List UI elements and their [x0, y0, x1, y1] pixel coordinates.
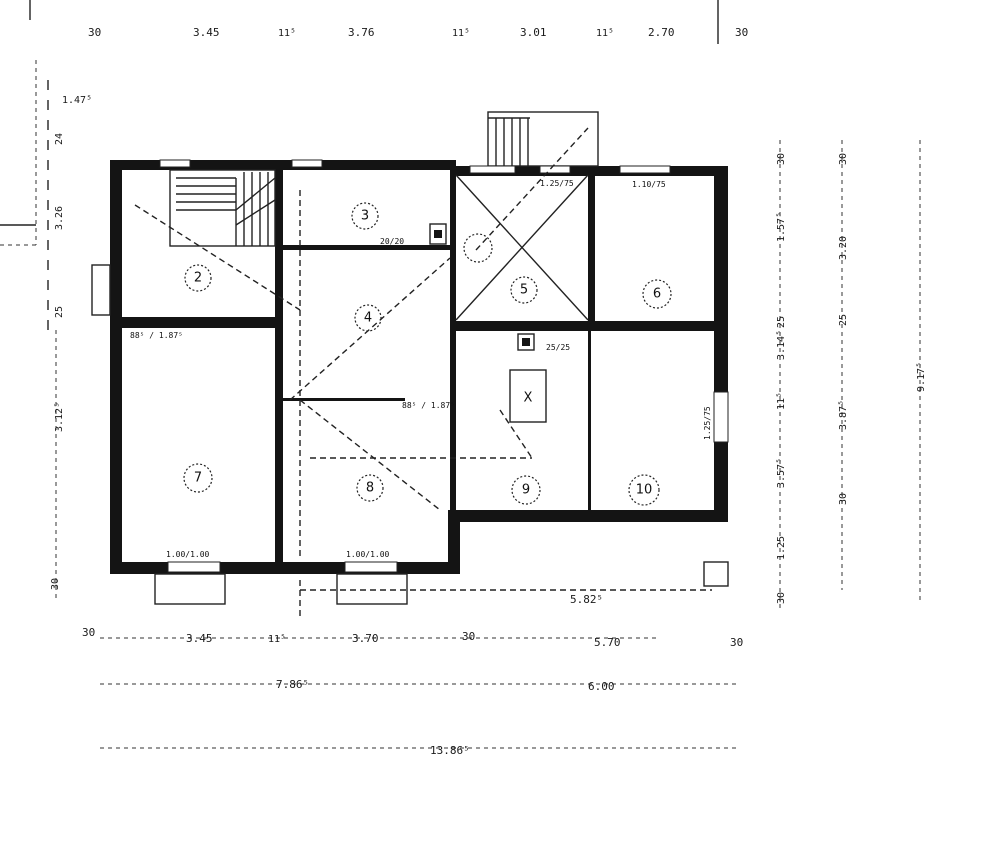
bottom-dimension-row2: 7.86⁵ 6.00 [100, 678, 740, 693]
room-2: 2 [194, 271, 202, 286]
dim-left-0: 24 [54, 133, 65, 145]
dim-right1-5: 3.57⁵ [776, 458, 787, 488]
dim-right1-2: 25 [776, 316, 787, 328]
dim-top-3: 3.76 [348, 26, 375, 39]
label-door-4-8: 88⁵ / 1.87⁵ [402, 401, 455, 410]
chimney-mark: X [524, 391, 533, 406]
dim-top-4: 11⁵ [452, 28, 470, 39]
dim-bot1-6: 30 [730, 636, 743, 649]
dim-top-6: 11⁵ [596, 28, 614, 39]
room-9: 9 [522, 483, 530, 498]
dim-top-8: 30 [735, 26, 748, 39]
dim-right1-3: 3.14⁵ [776, 330, 787, 360]
annotations: 1.25/75 1.10/75 1.25/75 1.00/1.00 1.00/1… [130, 179, 712, 606]
staircase [169, 169, 276, 247]
dim-right2-0: 30 [838, 153, 849, 165]
left-dimension-column: 24 3.26 25 3.12⁵ 30 [50, 133, 65, 600]
room-8: 8 [366, 481, 374, 496]
shafts: X [429, 223, 547, 423]
dim-right1-1: 1.57⁵ [776, 212, 787, 242]
top-left-dim: 1.47⁵ [0, 0, 92, 330]
dim-bot2-1: 6.00 [588, 680, 615, 693]
dim-top-1: 3.45 [193, 26, 220, 39]
dim-right2-3: 3.87⁵ [838, 400, 849, 430]
dim-top-left: 1.47⁵ [62, 95, 92, 106]
right-dimension-col2: 30 3.20 25 3.87⁵ 30 [838, 140, 849, 590]
dim-right2-4: 30 [838, 493, 849, 505]
dim-bot2-0: 7.86⁵ [276, 678, 309, 691]
label-w6: 1.10/75 [632, 180, 666, 189]
dim-bot1-0: 30 [82, 626, 95, 639]
dim-top-0: 30 [88, 26, 101, 39]
dim-left-3: 3.12⁵ [54, 402, 65, 432]
exterior-walls [110, 160, 728, 574]
entry-stair [487, 111, 599, 167]
dim-bot1-3: 3.70 [352, 632, 379, 645]
label-w10: 1.25/75 [703, 406, 712, 440]
right-dimension-col1: 30 1.57⁵ 25 3.14⁵ 11⁵ 3.57⁵ 1.25 30 [776, 140, 787, 610]
dim-left-2: 25 [54, 306, 65, 318]
label-dim-5-82: 5.82⁵ [570, 593, 603, 606]
dim-top-7: 2.70 [648, 26, 675, 39]
interior-walls [122, 166, 716, 568]
room-3: 3 [361, 209, 369, 224]
top-dimension-row: 30 3.45 11⁵ 3.76 11⁵ 3.01 11⁵ 2.70 30 [88, 0, 748, 44]
label-w7: 1.00/1.00 [166, 550, 210, 559]
dim-right2-1: 3.20 [838, 236, 849, 260]
label-door-2-7: 88⁵ / 1.87⁵ [130, 331, 183, 340]
label-w5: 1.25/75 [540, 179, 574, 188]
dim-right1-7: 30 [776, 592, 787, 604]
dim-right1-6: 1.25 [776, 536, 787, 560]
room-7: 7 [194, 471, 202, 486]
dim-bot1-5: 5.70 [594, 636, 621, 649]
room-6: 6 [653, 287, 661, 302]
room-10: 10 [636, 483, 653, 498]
dim-left-4: 30 [50, 578, 61, 590]
dim-left-1: 3.26 [54, 206, 65, 230]
installation-lines [134, 127, 712, 620]
room-labels: 2 3 4 5 6 7 8 9 10 [183, 202, 672, 506]
room-5: 5 [520, 283, 528, 298]
label-shaft-3: 20/20 [380, 237, 404, 246]
windows [91, 159, 729, 605]
dim-bot1-2: 11⁵ [268, 634, 286, 645]
label-chimney-9: 25/25 [546, 343, 570, 352]
dim-bot1-1: 3.45 [186, 632, 213, 645]
right-dimension-total: 9.17⁵ [916, 140, 927, 600]
dim-right1-0: 30 [776, 153, 787, 165]
bottom-dimension-row1: 30 3.45 11⁵ 3.70 30 5.70 30 [82, 626, 743, 649]
dim-right2-2: 25 [838, 314, 849, 326]
room-4: 4 [364, 311, 372, 326]
dim-right-total: 9.17⁵ [916, 362, 927, 392]
dim-right1-4: 11⁵ [776, 392, 787, 410]
dim-bot-total: 13.86⁵ [430, 744, 470, 757]
dim-bot1-4: 30 [462, 630, 475, 643]
label-w8: 1.00/1.00 [346, 550, 390, 559]
dim-top-2: 11⁵ [278, 28, 296, 39]
bottom-dimension-total: 13.86⁵ [100, 744, 740, 757]
dim-top-5: 3.01 [520, 26, 547, 39]
